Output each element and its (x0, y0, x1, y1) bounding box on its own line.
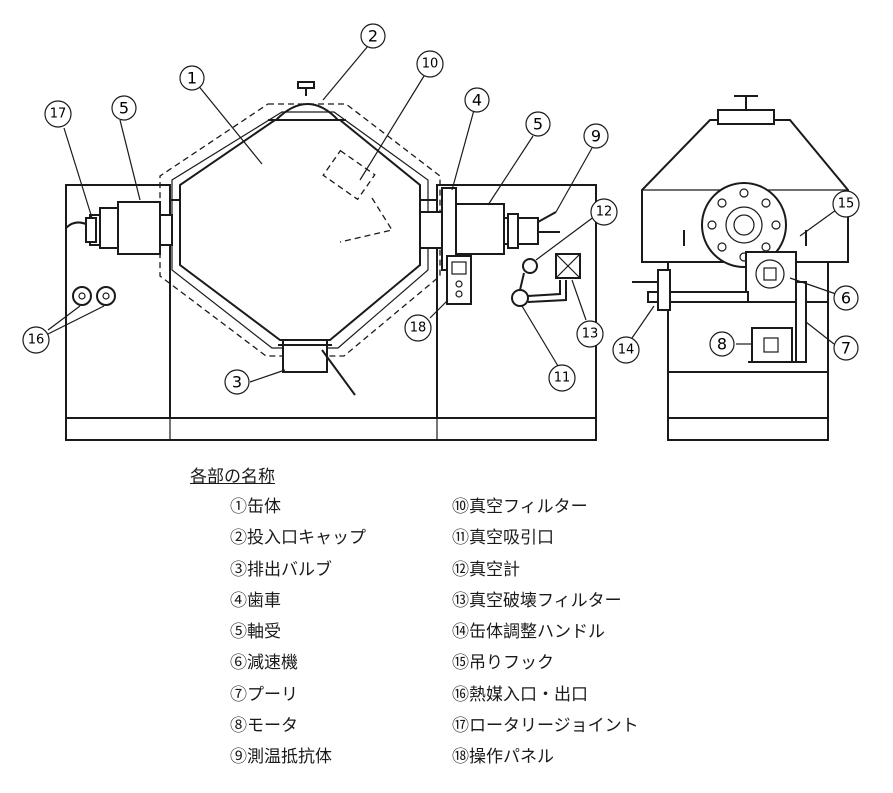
svg-text:11: 11 (554, 371, 571, 386)
callout-6: 6 (833, 285, 859, 311)
legend-item: ③排出バルブ (230, 559, 332, 580)
temperature-sensor (537, 211, 560, 233)
heat-medium-port (96, 286, 116, 306)
svg-text:14: 14 (618, 343, 635, 358)
svg-text:2: 2 (368, 27, 378, 46)
legend-item: ⑯熱媒入口・出口 (452, 684, 588, 705)
right-bearing (455, 203, 505, 255)
callout-16: 16 (22, 326, 50, 354)
callout-10: 10 (416, 50, 444, 78)
svg-text:18: 18 (410, 321, 427, 336)
vessel-rotation-envelope (159, 103, 441, 357)
callout-5: 5 (525, 111, 551, 137)
inlet-cap (275, 103, 339, 121)
vessel-jacket (171, 111, 429, 349)
legend-item: ⑬真空破壊フィルター (452, 590, 622, 611)
legend-item: ⑩真空フィルター (452, 497, 588, 517)
svg-text:9: 9 (591, 127, 601, 146)
callout-9: 9 (583, 123, 609, 149)
legend-item: ⑱操作パネル (452, 747, 554, 768)
legend-item: ⑰ロータリージョイント (452, 716, 639, 737)
legend-item: ⑦プーリ (230, 684, 298, 705)
legend-item: ②投入口キャップ (230, 528, 366, 549)
adjust-shaft (647, 291, 749, 303)
legend-item: ⑧モータ (230, 716, 298, 737)
motor (751, 327, 793, 363)
pulley (795, 281, 807, 363)
legend-column-left: ①缶体 ②投入口キャップ ③排出バルブ ④歯車 ⑤軸受 ⑥減速機 ⑦プーリ ⑧モ… (230, 492, 366, 774)
legend-column-right: ⑩真空フィルター ⑪真空吸引口 ⑫真空計 ⑬真空破壊フィルター ⑭缶体調整ハンド… (452, 492, 639, 774)
legend-item: ①缶体 (230, 497, 281, 517)
callout-17: 17 (44, 100, 72, 128)
callout-18: 18 (404, 314, 432, 342)
side-view (631, 95, 849, 441)
callout-14: 14 (612, 336, 640, 364)
parts-legend: 各部の名称 ①缶体 ②投入口キャップ ③排出バルブ ④歯車 ⑤軸受 ⑥減速機 ⑦… (190, 462, 710, 782)
callout-11: 11 (548, 364, 576, 392)
vacuum-gauge (522, 258, 538, 274)
svg-text:15: 15 (838, 197, 855, 212)
svg-text:3: 3 (232, 373, 242, 392)
svg-text:8: 8 (717, 335, 727, 354)
legend-item: ⑪真空吸引口 (452, 528, 554, 549)
svg-text:5: 5 (119, 99, 129, 118)
svg-text:1: 1 (187, 69, 197, 88)
side-base (667, 417, 829, 441)
mixer-diagram: 1 2 3 4 5 5 6 7 8 9 10 11 12 13 14 15 16… (22, 23, 860, 441)
control-panel (446, 255, 472, 305)
svg-text:13: 13 (582, 327, 599, 342)
svg-text:6: 6 (841, 289, 851, 308)
svg-text:12: 12 (596, 205, 613, 220)
vessel-body (179, 119, 421, 341)
svg-text:10: 10 (422, 57, 439, 72)
front-view (47, 45, 597, 441)
callout-5: 5 (111, 95, 137, 121)
callout-4: 4 (464, 87, 490, 113)
left-bearing (117, 201, 161, 255)
reducer (745, 251, 797, 303)
svg-text:7: 7 (841, 339, 851, 358)
svg-text:17: 17 (50, 107, 67, 122)
heat-medium-port (72, 286, 92, 306)
legend-item: ④歯車 (230, 590, 281, 611)
callout-15: 15 (832, 190, 860, 218)
callouts: 1 2 3 4 5 5 6 7 8 9 10 11 12 13 14 15 16… (22, 23, 860, 395)
side-flange (701, 182, 787, 268)
adjust-handle (657, 269, 671, 311)
callout-3: 3 (224, 369, 250, 395)
legend-item: ⑫真空計 (452, 559, 520, 580)
callout-12: 12 (590, 198, 618, 226)
rotary-joint (85, 217, 97, 243)
callout-13: 13 (576, 320, 604, 348)
legend-item: ⑭缶体調整ハンドル (452, 622, 605, 643)
svg-text:5: 5 (533, 115, 543, 134)
svg-text:16: 16 (28, 333, 45, 348)
svg-text:4: 4 (472, 91, 482, 110)
callout-8: 8 (709, 331, 735, 357)
legend-item: ⑮吊りフック (452, 653, 554, 674)
callout-2: 2 (360, 23, 386, 49)
vacuum-suction-port (511, 289, 529, 307)
legend-title: 各部の名称 (190, 467, 275, 487)
callout-7: 7 (833, 335, 859, 361)
legend-item: ⑤軸受 (230, 622, 281, 643)
legend-item: ⑥減速機 (230, 653, 298, 674)
legend-item: ⑨測温抵抗体 (230, 747, 332, 768)
vacuum-filter (322, 149, 376, 201)
base-platform (65, 417, 597, 441)
callout-1: 1 (179, 65, 205, 91)
